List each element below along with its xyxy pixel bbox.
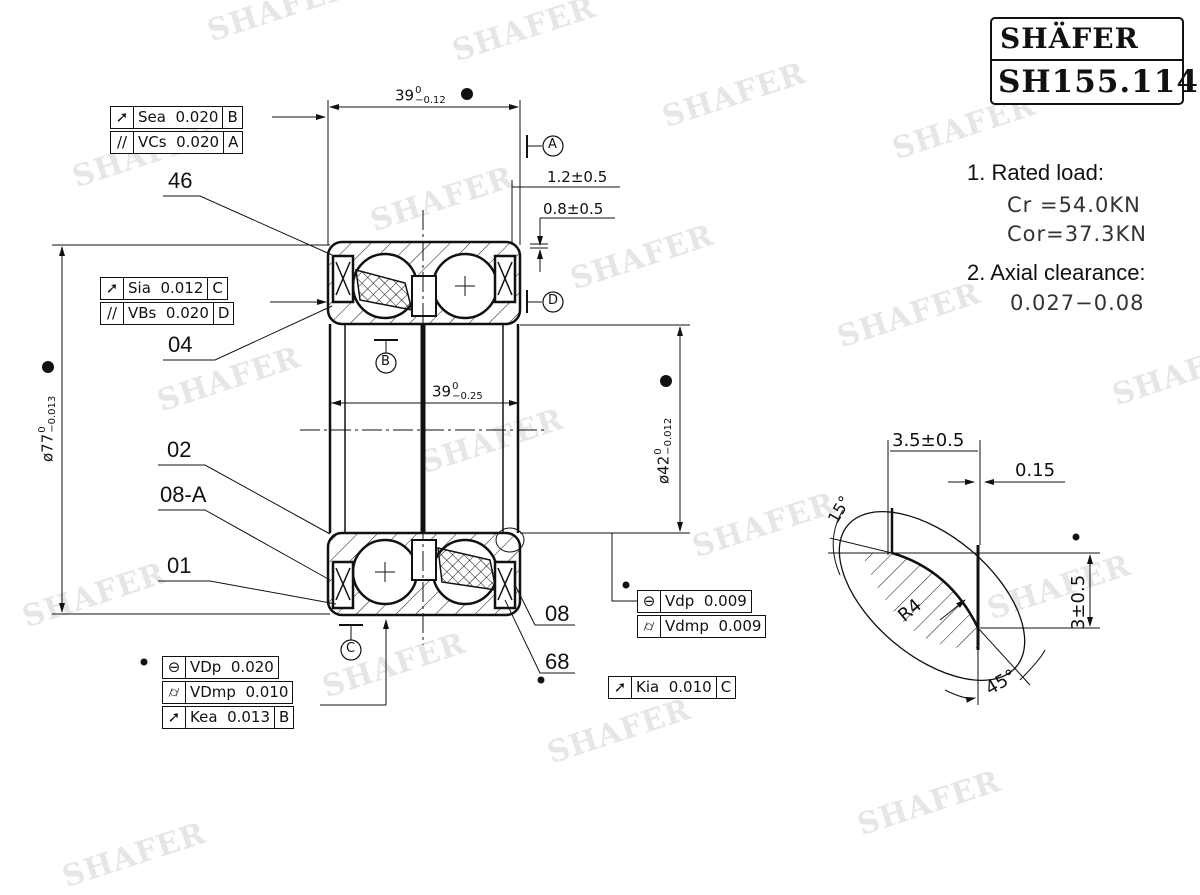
fcf-label: VCs 0.020 xyxy=(134,132,225,153)
part-number: SH155.114 xyxy=(998,64,1199,100)
rated-load-label: 1. Rated load: xyxy=(967,160,1104,185)
part-label-46: 46 xyxy=(168,168,193,193)
fcf-label-text: Sea xyxy=(138,108,166,126)
fcf-label-text: VBs xyxy=(128,304,157,322)
datum-a: A xyxy=(548,137,557,152)
fcf-value: 0.020 xyxy=(165,304,209,322)
fcf-value: 0.020 xyxy=(230,658,274,676)
detail-gap-dim: 0.15 xyxy=(1015,460,1056,481)
brand-title-block: SHÄFER SH155.114 xyxy=(990,17,1199,105)
detail-height-dim: 3±0.5 xyxy=(1068,574,1089,630)
axial-clearance-value: 0.027−0.08 xyxy=(1010,291,1145,315)
dim-nominal: ø42 xyxy=(654,455,673,484)
fcf-label-text: VDp xyxy=(190,658,222,676)
fcf-datum: C xyxy=(212,279,223,297)
part-label-68: 68 xyxy=(545,649,570,674)
fcf-datum: B xyxy=(227,108,238,126)
dim-upper: 0 xyxy=(452,381,459,392)
dim-upper: 0 xyxy=(415,85,422,96)
dim-nominal: 39 xyxy=(395,86,415,105)
part-label-08-a: 08-A xyxy=(160,482,207,507)
cr-value: Cr =54.0KN xyxy=(1007,193,1141,217)
detail-width-dim: 3.5±0.5 xyxy=(892,430,965,451)
dim-nominal: 39 xyxy=(432,382,452,401)
fcf-label-text: VCs xyxy=(138,133,167,151)
dim-lower: −0.12 xyxy=(415,95,446,106)
tolerance-frame-vdp-outer: ⊖ VDp 0.020 xyxy=(162,656,279,679)
runout-arrow-icon: ➚ xyxy=(111,107,134,128)
datum-d: D xyxy=(548,293,559,308)
tolerance-frame-vcs: // VCs 0.020 A xyxy=(110,131,244,154)
fcf-datum: C xyxy=(720,678,732,696)
cylindricity-icon: ⌭ xyxy=(163,682,186,703)
tolerance-frame-kea: ➚ Kea 0.013 B xyxy=(162,706,295,729)
dim-lower: −0.25 xyxy=(452,391,483,402)
fcf-label: VDmp 0.010 xyxy=(186,682,292,703)
seal-offset-2-dim: 0.8±0.5 xyxy=(543,200,604,218)
dim-lower: −0.012 xyxy=(663,417,674,455)
fcf-label: VBs 0.020 xyxy=(124,303,214,324)
tolerance-frame-kia: ➚ Kia 0.010 C xyxy=(608,676,737,699)
tolerance-frame-sia: ➚ Sia 0.012 C xyxy=(100,277,228,300)
circularity-icon: ⊖ xyxy=(638,591,661,612)
fcf-value: 0.020 xyxy=(175,108,219,126)
tolerance-frame-vbs: // VBs 0.020 D xyxy=(100,302,235,325)
fcf-label-text: Sia xyxy=(128,279,151,297)
fcf-label: Vdp 0.009 xyxy=(661,591,751,612)
axial-clearance-label: 2. Axial clearance: xyxy=(967,260,1146,285)
fcf-value: 0.010 xyxy=(668,678,712,696)
tolerance-frame-vdp-inner: ⊖ Vdp 0.009 xyxy=(637,590,752,613)
parallel-icon: // xyxy=(111,132,134,153)
fcf-value: 0.020 xyxy=(176,133,220,151)
datum-b: B xyxy=(381,354,390,369)
cor-value: Cor=37.3KN xyxy=(1007,222,1147,246)
fcf-value: 0.010 xyxy=(245,683,289,701)
dim-lower: −0.013 xyxy=(47,395,58,433)
fcf-label: Sea 0.020 xyxy=(134,107,224,128)
part-label-02: 02 xyxy=(167,437,192,462)
seal-offset-1-dim: 1.2±0.5 xyxy=(547,168,608,186)
datum-c: C xyxy=(346,641,356,656)
tolerance-frame-sea: ➚ Sea 0.020 B xyxy=(110,106,243,129)
tolerance-frame-vdmp-outer: ⌭ VDmp 0.010 xyxy=(162,681,294,704)
fcf-label-text: Kia xyxy=(636,678,660,696)
fcf-label: Kea 0.013 xyxy=(186,707,276,728)
cylindricity-icon: ⌭ xyxy=(638,616,661,637)
part-label-04: 04 xyxy=(168,332,193,357)
fcf-label: Sia 0.012 xyxy=(124,278,209,299)
fcf-label: Vdmp 0.009 xyxy=(661,616,765,637)
fcf-label-text: VDmp xyxy=(190,683,236,701)
fcf-value: 0.013 xyxy=(227,708,271,726)
bearing-drawing xyxy=(42,88,1100,706)
circularity-icon: ⊖ xyxy=(163,657,186,678)
runout-arrow-icon: ➚ xyxy=(163,707,186,728)
fcf-value: 0.009 xyxy=(718,617,762,635)
runout-arrow-icon: ➚ xyxy=(101,278,124,299)
fcf-datum: A xyxy=(228,133,239,151)
tolerance-frame-vdmp-inner: ⌭ Vdmp 0.009 xyxy=(637,615,767,638)
fcf-value: 0.009 xyxy=(703,592,747,610)
fcf-label: VDp 0.020 xyxy=(186,657,278,678)
fcf-label-text: Vdmp xyxy=(665,617,709,635)
fcf-datum: D xyxy=(217,304,230,322)
part-label-01: 01 xyxy=(167,553,192,578)
brand-name: SHÄFER xyxy=(992,19,1182,61)
runout-arrow-icon: ➚ xyxy=(609,677,632,698)
fcf-label-text: Kea xyxy=(190,708,218,726)
fcf-label-text: Vdp xyxy=(665,592,695,610)
part-label-08: 08 xyxy=(545,601,570,626)
parallel-icon: // xyxy=(101,303,124,324)
dim-nominal: ø77 xyxy=(38,433,57,462)
fcf-label: Kia 0.010 xyxy=(632,677,717,698)
fcf-datum: B xyxy=(279,708,290,726)
fcf-value: 0.012 xyxy=(160,279,204,297)
